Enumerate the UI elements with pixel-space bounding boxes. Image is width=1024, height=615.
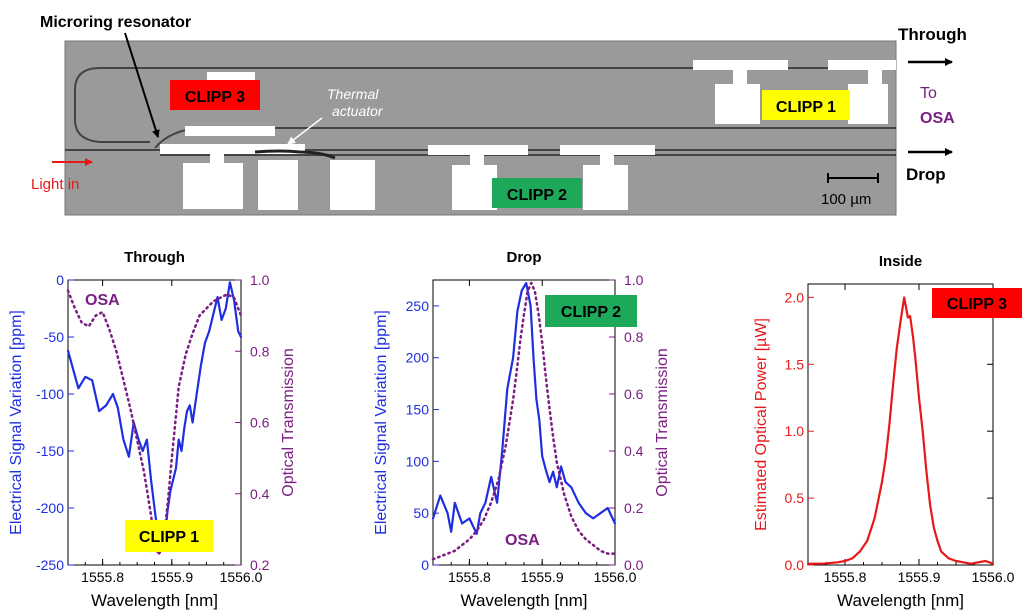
y2-tick-label: 0.6 <box>624 386 644 402</box>
clipp3-badge-label: CLIPP 3 <box>185 89 245 106</box>
osa-curve <box>431 281 617 561</box>
y-tick-label: -100 <box>36 386 64 402</box>
y2-tick-label: 1.0 <box>624 272 644 288</box>
x-tick-label: 1555.8 <box>448 569 491 585</box>
y-tick-label: -150 <box>36 443 64 459</box>
osa-label: OSA <box>920 110 955 127</box>
through-label: Through <box>898 25 967 44</box>
y-tick-label: 200 <box>406 350 430 366</box>
y2-tick-label: 0.0 <box>624 557 644 573</box>
microring-arrow <box>124 32 160 138</box>
y2-tick-label: 0.2 <box>624 500 644 516</box>
y-tick-label: 0 <box>421 557 429 573</box>
clipp-badge-label: CLIPP 3 <box>947 296 1007 313</box>
thermal-actuator-label-2: actuator <box>332 103 384 119</box>
x-axis-label: Wavelength [nm] <box>91 591 218 610</box>
y-axis-label: Electrical Signal Variation [ppm] <box>8 310 25 535</box>
clipp-badge <box>125 520 213 552</box>
y2-tick-label: 0.2 <box>250 557 270 573</box>
y2-axis-label: Optical Transmission <box>654 348 671 497</box>
clipp-badge-label: CLIPP 1 <box>139 529 199 546</box>
y-axis-label: Electrical Signal Variation [ppm] <box>373 310 390 535</box>
x-axis-label: Wavelength [nm] <box>461 591 588 610</box>
y2-tick-label: 0.8 <box>250 343 270 359</box>
clipp2-badge-label: CLIPP 2 <box>507 187 567 204</box>
y-tick-label: 0.0 <box>785 557 805 573</box>
y-tick-label: 1.0 <box>785 423 805 439</box>
x-tick-label: 1556.0 <box>594 569 637 585</box>
microring-label: Microring resonator <box>40 14 191 31</box>
y2-tick-label: 0.8 <box>624 329 644 345</box>
electrode-pads <box>160 60 896 210</box>
clipp3-badge <box>170 80 260 110</box>
chart-title: Through <box>124 249 185 266</box>
clipp2-badge <box>492 178 582 208</box>
chart-title: Inside <box>879 253 922 270</box>
y-tick-label: 100 <box>406 453 430 469</box>
chart-title: Drop <box>507 249 542 266</box>
clipp1-badge-label: CLIPP 1 <box>776 99 836 116</box>
y-axis-label: Estimated Optical Power [µW] <box>753 318 770 531</box>
drop-label: Drop <box>906 165 946 184</box>
x-tick-label: 1555.8 <box>81 569 124 585</box>
y-tick-label: 250 <box>406 298 430 314</box>
x-tick-label: 1555.9 <box>150 569 193 585</box>
osa-curve <box>66 289 243 556</box>
to-label: To <box>920 85 937 102</box>
signal-curve <box>66 281 243 546</box>
x-tick-label: 1556.0 <box>972 569 1015 585</box>
x-axis-label: Wavelength [nm] <box>837 591 964 610</box>
clipp1-badge <box>762 90 850 120</box>
y2-tick-label: 0.6 <box>250 415 270 431</box>
y-tick-label: 50 <box>413 505 429 521</box>
y-tick-label: 0.5 <box>785 490 805 506</box>
x-tick-label: 1555.9 <box>898 569 941 585</box>
x-tick-label: 1555.9 <box>521 569 564 585</box>
osa-annotation: OSA <box>505 532 540 549</box>
through-waveguide <box>74 67 896 143</box>
thermal-actuator-label-1: Thermal <box>327 86 379 102</box>
osa-annotation: OSA <box>85 292 120 309</box>
light-in-label: Light in <box>31 176 79 193</box>
micrograph: Microring resonator CLIPP 3 CLIPP 2 CLIP… <box>31 14 967 216</box>
thermal-actuator-arrow <box>287 117 323 145</box>
clipp-badge-label: CLIPP 2 <box>561 304 621 321</box>
signal-curve <box>431 282 617 535</box>
clipp-badge <box>545 295 637 327</box>
scale-label: 100 µm <box>821 191 871 208</box>
thermal-actuator <box>254 149 336 160</box>
y-tick-label: 1.5 <box>785 356 805 372</box>
y-tick-label: 150 <box>406 402 430 418</box>
y2-axis-label: Optical Transmission <box>280 348 297 497</box>
clipp-badge <box>932 288 1022 318</box>
y-tick-label: -250 <box>36 557 64 573</box>
y2-tick-label: 0.4 <box>250 486 270 502</box>
x-tick-label: 1555.8 <box>824 569 867 585</box>
y-tick-label: 2.0 <box>785 289 805 305</box>
x-tick-label: 1556.0 <box>220 569 263 585</box>
y-tick-label: -50 <box>44 329 64 345</box>
signal-curve <box>806 296 995 565</box>
y2-tick-label: 1.0 <box>250 272 270 288</box>
y-tick-label: 0 <box>56 272 64 288</box>
y2-tick-label: 0.4 <box>624 443 644 459</box>
y-tick-label: -200 <box>36 500 64 516</box>
